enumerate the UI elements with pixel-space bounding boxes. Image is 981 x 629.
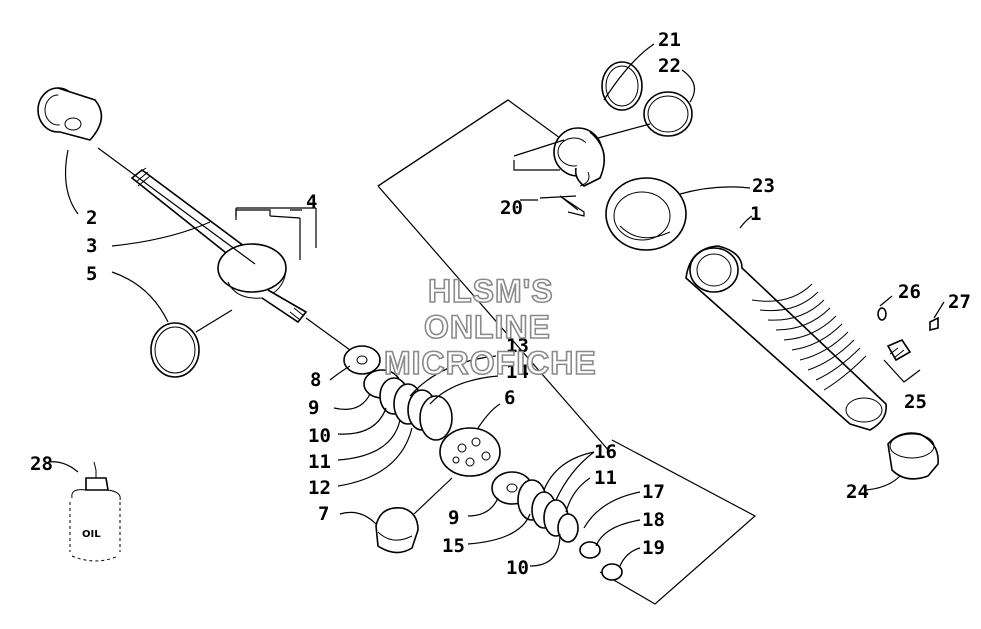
- callout-9b: 9: [448, 507, 459, 529]
- leader-10b: [529, 533, 561, 567]
- bushing-24: [887, 432, 939, 480]
- callout-15: 15: [442, 535, 465, 557]
- leader-1: [739, 215, 753, 229]
- callout-22: 22: [658, 55, 681, 77]
- leader-26: [879, 295, 893, 307]
- callout-2: 2: [86, 207, 97, 229]
- callout-10a: 10: [308, 425, 331, 447]
- callout-28: 28: [30, 453, 53, 475]
- leader-10a: [337, 407, 387, 435]
- callout-4: 4: [306, 191, 317, 213]
- callout-27: 27: [948, 291, 971, 313]
- bracket-20: [513, 160, 585, 217]
- leader-12: [337, 427, 413, 487]
- leader-17: [583, 491, 641, 529]
- leader-2: [64, 149, 79, 215]
- callout-13: 13: [506, 335, 529, 357]
- leader-9a: [333, 393, 371, 410]
- washer-8: [343, 345, 381, 375]
- leader-5a: [111, 271, 169, 323]
- axis-line-lower: [305, 317, 351, 351]
- leader-15: [467, 513, 531, 545]
- cap-23: [605, 177, 687, 251]
- shim-stack-upper: [363, 369, 453, 441]
- seal-22: [643, 91, 693, 137]
- callout-16: 16: [594, 441, 617, 463]
- leader-6: [477, 403, 501, 429]
- bearing-20: [553, 127, 606, 187]
- leader-8: [329, 365, 351, 381]
- leader-3: [111, 221, 211, 247]
- leader-19: [619, 547, 641, 567]
- callout-12: 12: [308, 477, 331, 499]
- leader-22: [597, 69, 696, 139]
- leader-14: [429, 375, 499, 405]
- o-ring-5: [150, 322, 200, 378]
- oil-bottle-28: OIL: [69, 461, 121, 562]
- piston-6: [439, 427, 501, 477]
- callout-17: 17: [642, 481, 665, 503]
- leader-7b: [413, 477, 453, 515]
- callout-26: 26: [898, 281, 921, 303]
- valve-25: [886, 339, 912, 362]
- leader-21: [603, 43, 655, 101]
- leader-16a: [543, 451, 595, 491]
- oring-26: [877, 307, 887, 321]
- watermark-line-2: ONLINE: [424, 309, 551, 345]
- bracket-20b: [513, 139, 579, 211]
- bracket-25: [883, 359, 921, 383]
- callout-11b: 11: [594, 467, 617, 489]
- callout-8: 8: [310, 369, 321, 391]
- callout-14: 14: [506, 361, 529, 383]
- leader-11a: [337, 419, 401, 461]
- piston-band-7: [375, 507, 419, 554]
- callout-24: 24: [846, 481, 869, 503]
- callout-19: 19: [642, 537, 665, 559]
- eyelet-part: [37, 87, 103, 141]
- callout-23: 23: [752, 175, 775, 197]
- valve-group-box: [377, 99, 757, 605]
- piston-body-part: [217, 243, 308, 324]
- leader-9b: [467, 497, 499, 517]
- callout-25: 25: [904, 391, 927, 413]
- callout-1: 1: [750, 203, 761, 225]
- callout-5: 5: [86, 263, 97, 285]
- callout-9a: 9: [308, 397, 319, 419]
- callout-11a: 11: [308, 451, 331, 473]
- seal-21: [601, 61, 643, 111]
- callout-20: 20: [500, 197, 523, 219]
- leader-27: [933, 301, 945, 319]
- leader-28: [47, 461, 79, 473]
- callout-21: 21: [658, 29, 681, 51]
- watermark-line-1: HLSM'S: [428, 273, 554, 309]
- screw-27: [929, 316, 939, 332]
- leader-11b: [565, 477, 591, 513]
- leader-24: [865, 475, 901, 491]
- leader-18: [595, 519, 641, 547]
- leader-5b: [195, 309, 233, 333]
- callout-18: 18: [642, 509, 665, 531]
- oil-label: OIL: [82, 529, 101, 540]
- callout-7: 7: [318, 503, 329, 525]
- axis-line-upper: [97, 147, 256, 265]
- bracket-4b: [235, 207, 317, 248]
- watermark-line-3: MICROFICHE: [384, 345, 597, 381]
- shim-stack-lower: [491, 471, 623, 581]
- leader-13: [409, 355, 497, 397]
- callout-3: 3: [86, 235, 97, 257]
- leader-23: [679, 186, 751, 195]
- leader-16b: [555, 451, 595, 501]
- leader-7a: [339, 511, 377, 525]
- callout-10b: 10: [506, 557, 529, 579]
- shock-body-1: [685, 245, 887, 431]
- callout-6: 6: [504, 387, 515, 409]
